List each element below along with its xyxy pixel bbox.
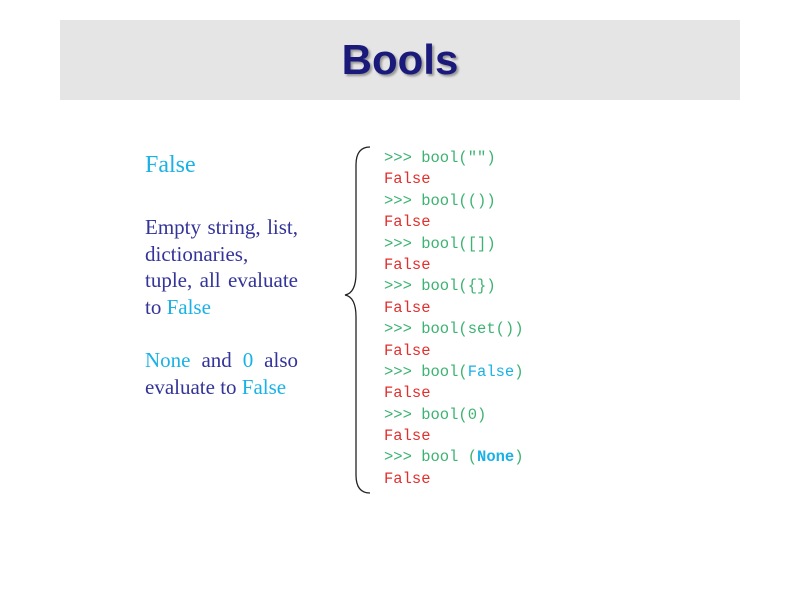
code-output-line: False	[384, 255, 431, 274]
false-highlight-2: False	[241, 374, 287, 399]
code-input-line: >>> bool({})	[384, 277, 496, 296]
curly-brace	[344, 146, 371, 494]
none-zero-paragraph: None and 0 also evaluate to False	[145, 347, 298, 400]
code-keyword: False	[467, 362, 515, 381]
code-keyword: None	[477, 448, 515, 467]
code-input-suffix: )	[514, 448, 524, 467]
code-output-line: False	[384, 427, 431, 446]
code-input-line: >>> bool(0)	[384, 405, 487, 424]
code-output-line: False	[384, 384, 431, 403]
code-output-line: False	[384, 341, 431, 360]
also-text: also evaluate to	[145, 348, 298, 399]
zero-highlight: 0	[242, 348, 254, 372]
code-input-suffix: )	[514, 362, 524, 381]
title-bar: Bools	[60, 20, 740, 100]
code-input-line: >>> bool(False)	[384, 362, 524, 383]
code-output-line: False	[384, 469, 431, 488]
empty-values-paragraph: Empty string, list, dictionaries, tuple,…	[145, 214, 298, 320]
empty-values-text: Empty string, list, dictionaries, tuple,…	[145, 215, 298, 319]
code-input-line: >>> bool (None)	[384, 447, 524, 468]
code-input-prefix: >>> bool (	[384, 448, 478, 467]
code-input-line: >>> bool(())	[384, 191, 496, 210]
code-block: >>> bool("")False>>> bool(())False>>> bo…	[384, 148, 524, 490]
slide-title: Bools	[341, 36, 459, 83]
code-output-line: False	[384, 170, 431, 189]
code-input-prefix: >>> bool(	[384, 362, 468, 381]
none-highlight: None	[145, 348, 191, 372]
and-text: and	[190, 348, 243, 372]
code-output-line: False	[384, 213, 431, 232]
code-input-line: >>> bool("")	[384, 149, 496, 167]
code-input-line: >>> bool(set())	[384, 320, 524, 339]
code-input-line: >>> bool([])	[384, 234, 496, 253]
false-highlight: False	[166, 294, 211, 319]
left-heading: False	[145, 152, 196, 178]
code-output-line: False	[384, 298, 431, 317]
left-column: False Empty string, list, dictionaries, …	[145, 148, 298, 400]
